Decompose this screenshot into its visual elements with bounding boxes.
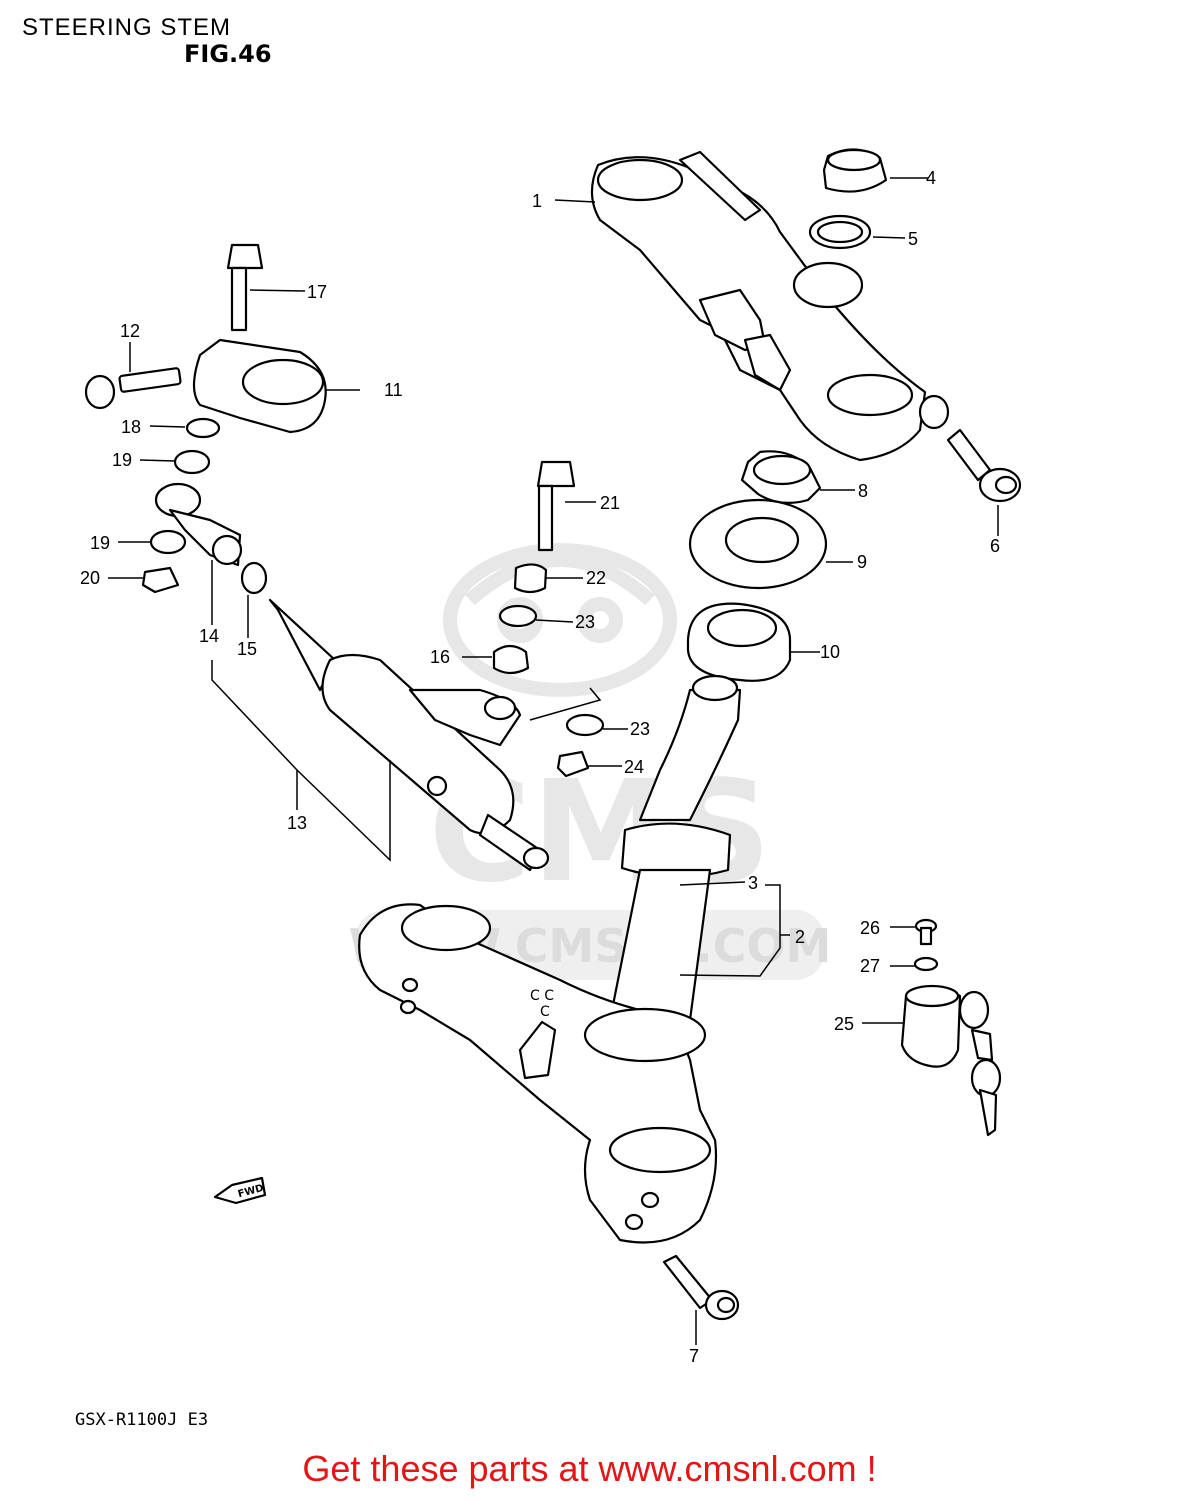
damper-clamp	[192, 338, 327, 434]
bushing-19-upper	[173, 449, 211, 475]
nut-24	[556, 750, 590, 778]
part-number: 19	[112, 450, 132, 470]
model-code: GSX-R1100J E3	[75, 1410, 209, 1430]
part-number: 13	[287, 813, 307, 833]
part-number: 27	[860, 956, 880, 976]
figure-label: FIG.46	[184, 40, 272, 68]
page-title: STEERING STEM	[22, 14, 232, 41]
svg-text:C: C	[540, 1004, 550, 1020]
part-number: 16	[430, 647, 450, 667]
dust-seal	[688, 498, 828, 590]
lower-bracket: C C C	[358, 903, 718, 1244]
steering-damper	[268, 598, 550, 872]
washer-23-lower	[565, 713, 605, 737]
washer-top	[808, 214, 872, 250]
part-number: 17	[307, 282, 327, 302]
part-number: 2	[795, 927, 805, 947]
part-number: 23	[575, 612, 595, 632]
part-number: 4	[926, 168, 936, 188]
steering-lock-nut	[740, 450, 822, 505]
part-number: 11	[384, 380, 403, 400]
part-number: 12	[120, 321, 140, 341]
part-number: 20	[80, 568, 100, 588]
part-number: 22	[586, 568, 606, 588]
part-number: 25	[834, 1014, 854, 1034]
washer-27	[913, 956, 939, 972]
part-number: 24	[624, 757, 644, 777]
nut-20	[141, 566, 180, 594]
part-number: 26	[860, 918, 880, 938]
leader-lines	[108, 177, 999, 1345]
part-numbers: 1 2 3 4 5 6 7 8 9 10 11 12 13 14 15 16 1…	[80, 168, 1000, 1366]
rod-end	[154, 482, 243, 567]
bushing-19-lower	[149, 529, 187, 555]
bolt-vertical-upper	[226, 243, 264, 332]
washer-18	[185, 417, 221, 439]
part-number: 9	[857, 552, 867, 572]
bolt-bottom	[662, 1254, 740, 1321]
part-number: 14	[199, 626, 219, 646]
part-number: 7	[689, 1346, 699, 1366]
bolt-right	[946, 428, 1022, 503]
bushing-16	[492, 644, 530, 675]
watermark-logo	[443, 543, 677, 697]
steering-bearing	[686, 602, 792, 682]
part-number: 23	[630, 719, 650, 739]
part-number: 8	[858, 481, 868, 501]
part-number: 5	[908, 229, 918, 249]
upper-bracket	[590, 150, 950, 462]
part-number: 10	[820, 642, 840, 662]
clamp-bolt	[84, 367, 182, 410]
part-number: 19	[90, 533, 110, 553]
part-number: 15	[237, 639, 257, 659]
bolt-21	[536, 460, 576, 552]
steering-lock	[900, 984, 1002, 1137]
nut-15	[240, 561, 268, 595]
washer-23-upper	[498, 604, 538, 628]
part-number: 21	[600, 493, 620, 513]
part-number: 18	[121, 417, 141, 437]
part-number: 1	[532, 191, 542, 211]
fwd-arrow	[213, 1176, 267, 1205]
steering-stem	[608, 674, 742, 1022]
cap-nut	[822, 148, 888, 193]
part-number: 3	[748, 873, 758, 893]
screw-26	[914, 918, 938, 946]
part-number: 6	[990, 536, 1000, 556]
spacer-22	[513, 563, 548, 594]
buy-parts-link[interactable]: Get these parts at www.cmsnl.com !	[302, 1448, 877, 1489]
svg-text:C C: C C	[530, 988, 554, 1004]
